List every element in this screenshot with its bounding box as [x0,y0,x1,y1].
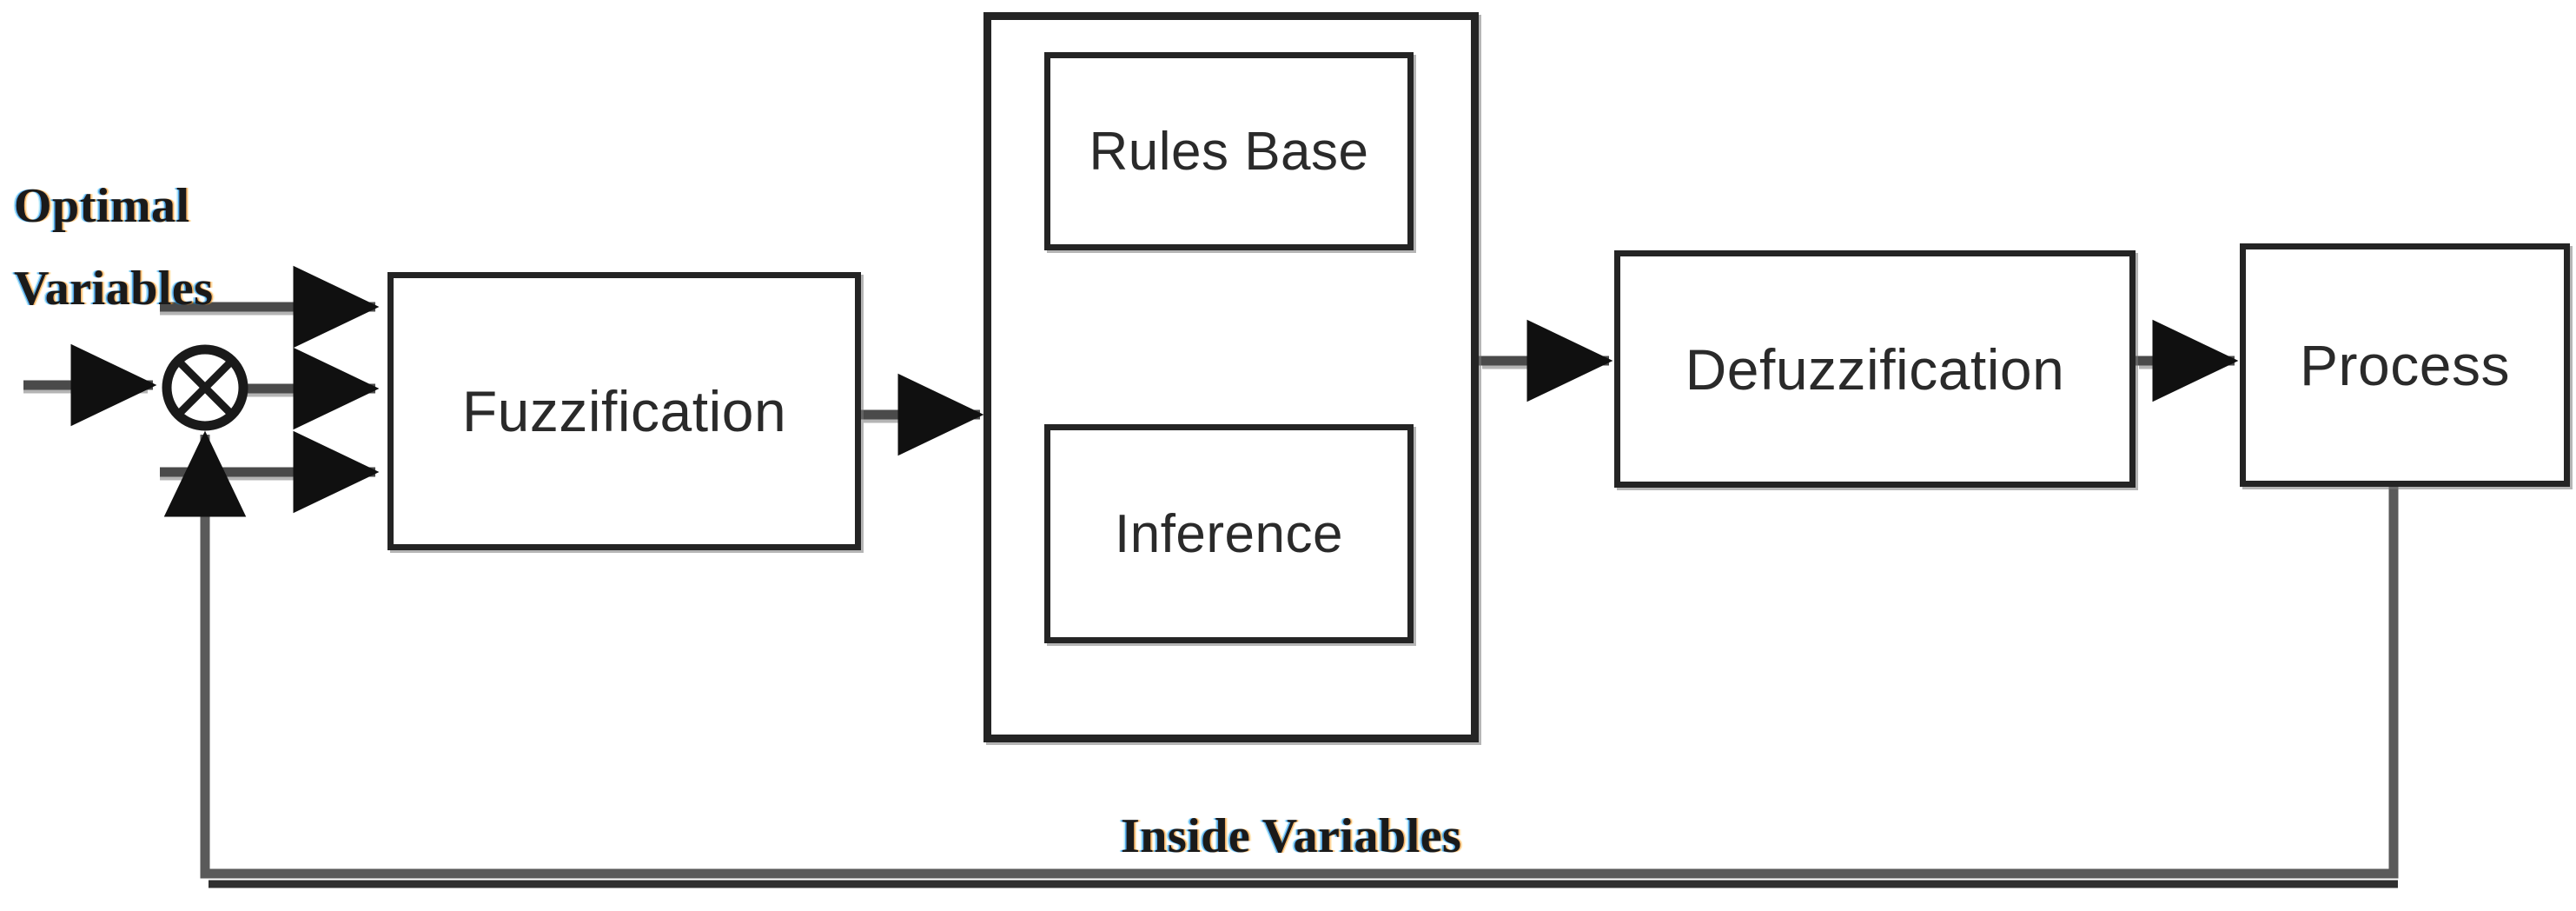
block-rules-base-label: Rules Base [1089,121,1369,182]
label-optimal-variables-line1: Optimal [14,179,190,233]
connector-feedback-path [163,430,2399,879]
block-rules-base[interactable]: Rules Base [1044,52,1414,250]
block-inference-label: Inference [1114,503,1343,564]
summing-junction [162,344,248,431]
block-inference[interactable]: Inference [1044,424,1414,643]
label-optimal-variables-line2: Variables [14,262,214,316]
block-process[interactable]: Process [2240,243,2570,487]
block-fuzzification[interactable]: Fuzzification [387,272,861,550]
block-fuzzification-label: Fuzzification [461,379,787,443]
block-process-label: Process [2300,333,2510,397]
block-defuzzification-label: Defuzzification [1685,336,2065,402]
label-inside-variables: Inside Variables [1121,809,1462,863]
block-defuzzification[interactable]: Defuzzification [1614,250,2136,488]
